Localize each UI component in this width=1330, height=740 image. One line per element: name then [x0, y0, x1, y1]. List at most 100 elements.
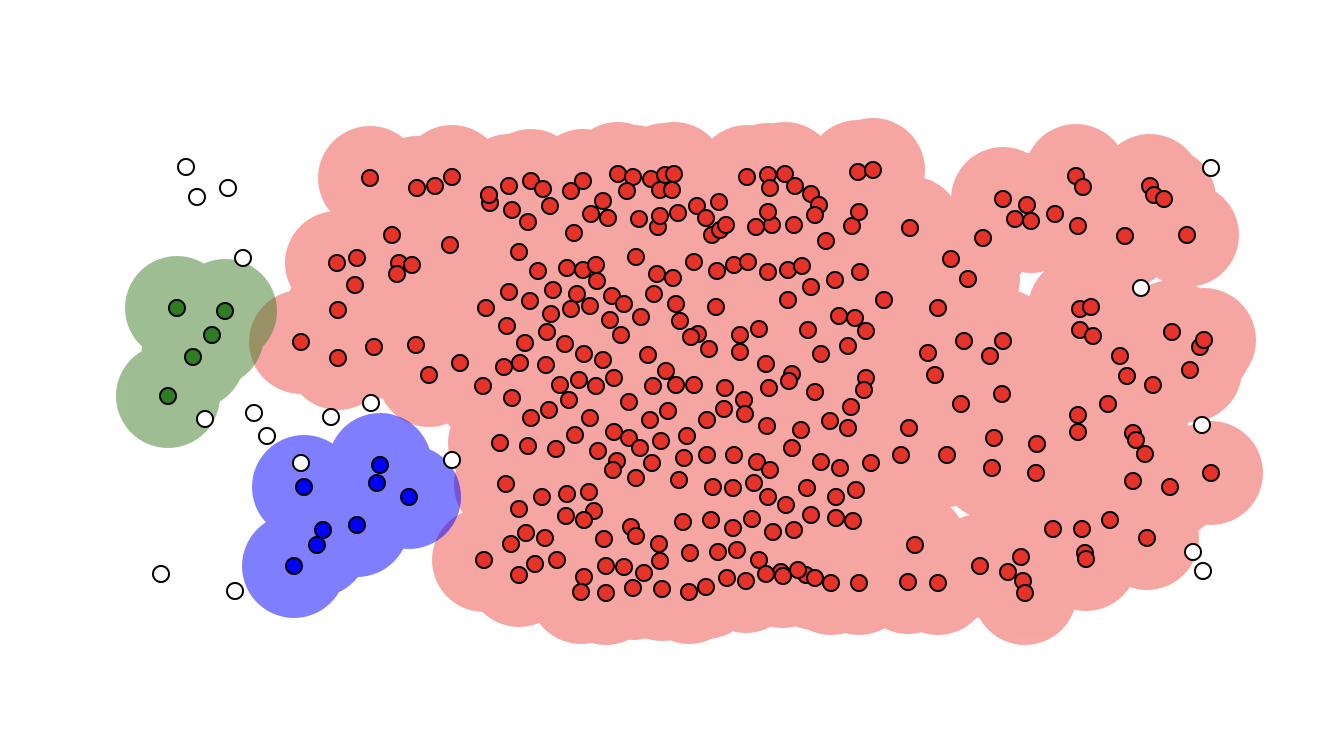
data-point-0-0 — [361, 169, 379, 187]
data-point-0-239 — [624, 579, 642, 597]
data-point-0-77 — [588, 272, 606, 290]
data-point-0-261 — [1178, 226, 1196, 244]
data-point-3-13 — [1202, 159, 1220, 177]
data-point-3-14 — [1132, 279, 1150, 297]
data-point-0-39 — [292, 333, 310, 351]
data-point-0-57 — [669, 204, 687, 222]
data-point-0-1 — [408, 179, 426, 197]
data-point-0-10 — [574, 172, 592, 190]
data-point-0-299 — [929, 574, 947, 592]
data-point-2-6 — [308, 536, 326, 554]
data-point-2-5 — [348, 516, 366, 534]
data-point-0-9 — [562, 182, 580, 200]
data-point-0-168 — [519, 437, 537, 455]
data-point-0-52 — [599, 209, 617, 227]
data-point-3-11 — [152, 565, 170, 583]
data-point-0-70 — [901, 219, 919, 237]
data-point-0-206 — [575, 511, 593, 529]
data-point-0-23 — [776, 165, 794, 183]
data-point-0-82 — [664, 269, 682, 287]
data-point-2-1 — [368, 474, 386, 492]
data-point-3-17 — [1194, 562, 1212, 580]
data-point-0-235 — [822, 574, 840, 592]
data-point-0-230 — [709, 543, 727, 561]
data-point-0-302 — [1012, 548, 1030, 566]
data-point-0-219 — [844, 512, 862, 530]
data-point-0-69 — [850, 203, 868, 221]
data-point-3-4 — [245, 404, 263, 422]
data-point-0-67 — [817, 232, 835, 250]
data-point-3-9 — [292, 454, 310, 472]
data-point-0-308 — [1077, 550, 1095, 568]
data-point-0-204 — [536, 529, 554, 547]
data-point-3-1 — [188, 188, 206, 206]
data-point-0-214 — [743, 510, 761, 528]
data-point-0-147 — [806, 383, 824, 401]
data-point-0-81 — [648, 265, 666, 283]
data-point-0-127 — [757, 355, 775, 373]
data-point-0-91 — [826, 271, 844, 289]
data-point-0-256 — [1074, 178, 1092, 196]
data-point-0-236 — [850, 574, 868, 592]
data-point-0-50 — [565, 224, 583, 242]
data-point-0-280 — [1099, 395, 1117, 413]
data-point-0-287 — [1181, 361, 1199, 379]
data-point-0-160 — [698, 411, 716, 429]
data-point-0-76 — [587, 256, 605, 274]
data-point-1-3 — [184, 348, 202, 366]
data-point-0-108 — [750, 320, 768, 338]
data-point-0-276 — [1084, 327, 1102, 345]
data-point-0-37 — [346, 276, 364, 294]
data-point-0-20 — [710, 193, 728, 211]
data-point-0-171 — [589, 442, 607, 460]
data-point-0-134 — [537, 356, 555, 374]
data-point-0-216 — [785, 521, 803, 539]
data-point-0-155 — [605, 423, 623, 441]
data-point-0-178 — [748, 453, 766, 471]
data-point-0-68 — [843, 217, 861, 235]
data-point-0-164 — [792, 421, 810, 439]
data-point-0-90 — [802, 278, 820, 296]
data-point-0-117 — [538, 323, 556, 341]
data-point-0-246 — [774, 567, 792, 585]
data-point-0-116 — [516, 334, 534, 352]
data-point-0-186 — [533, 488, 551, 506]
data-point-0-250 — [1018, 196, 1036, 214]
data-point-0-148 — [842, 398, 860, 416]
data-point-0-95 — [521, 292, 539, 310]
data-point-0-94 — [500, 283, 518, 301]
data-point-0-247 — [789, 561, 807, 579]
data-point-0-304 — [1016, 584, 1034, 602]
data-point-0-218 — [827, 509, 845, 527]
data-point-0-114 — [875, 291, 893, 309]
data-point-0-30 — [328, 254, 346, 272]
data-point-0-241 — [680, 583, 698, 601]
data-point-0-62 — [747, 218, 765, 236]
data-point-3-2 — [219, 179, 237, 197]
data-point-0-192 — [643, 454, 661, 472]
data-point-0-210 — [650, 535, 668, 553]
data-point-0-48 — [519, 213, 537, 231]
data-point-0-264 — [959, 270, 977, 288]
data-point-0-122 — [639, 346, 657, 364]
data-point-0-166 — [839, 419, 857, 437]
data-point-0-265 — [929, 299, 947, 317]
data-point-0-161 — [715, 400, 733, 418]
data-point-0-107 — [731, 326, 749, 344]
data-point-0-24 — [761, 179, 779, 197]
data-point-0-291 — [985, 429, 1003, 447]
data-point-0-167 — [491, 434, 509, 452]
data-point-2-3 — [295, 478, 313, 496]
data-point-0-203 — [517, 524, 535, 542]
data-point-0-97 — [562, 300, 580, 318]
data-point-0-137 — [587, 377, 605, 395]
data-point-0-150 — [503, 389, 521, 407]
data-point-0-101 — [632, 308, 650, 326]
data-point-0-212 — [702, 511, 720, 529]
data-point-0-106 — [707, 298, 725, 316]
data-point-0-156 — [620, 429, 638, 447]
data-point-0-141 — [667, 376, 685, 394]
data-point-0-143 — [716, 379, 734, 397]
data-point-0-157 — [641, 411, 659, 429]
data-point-0-267 — [926, 366, 944, 384]
